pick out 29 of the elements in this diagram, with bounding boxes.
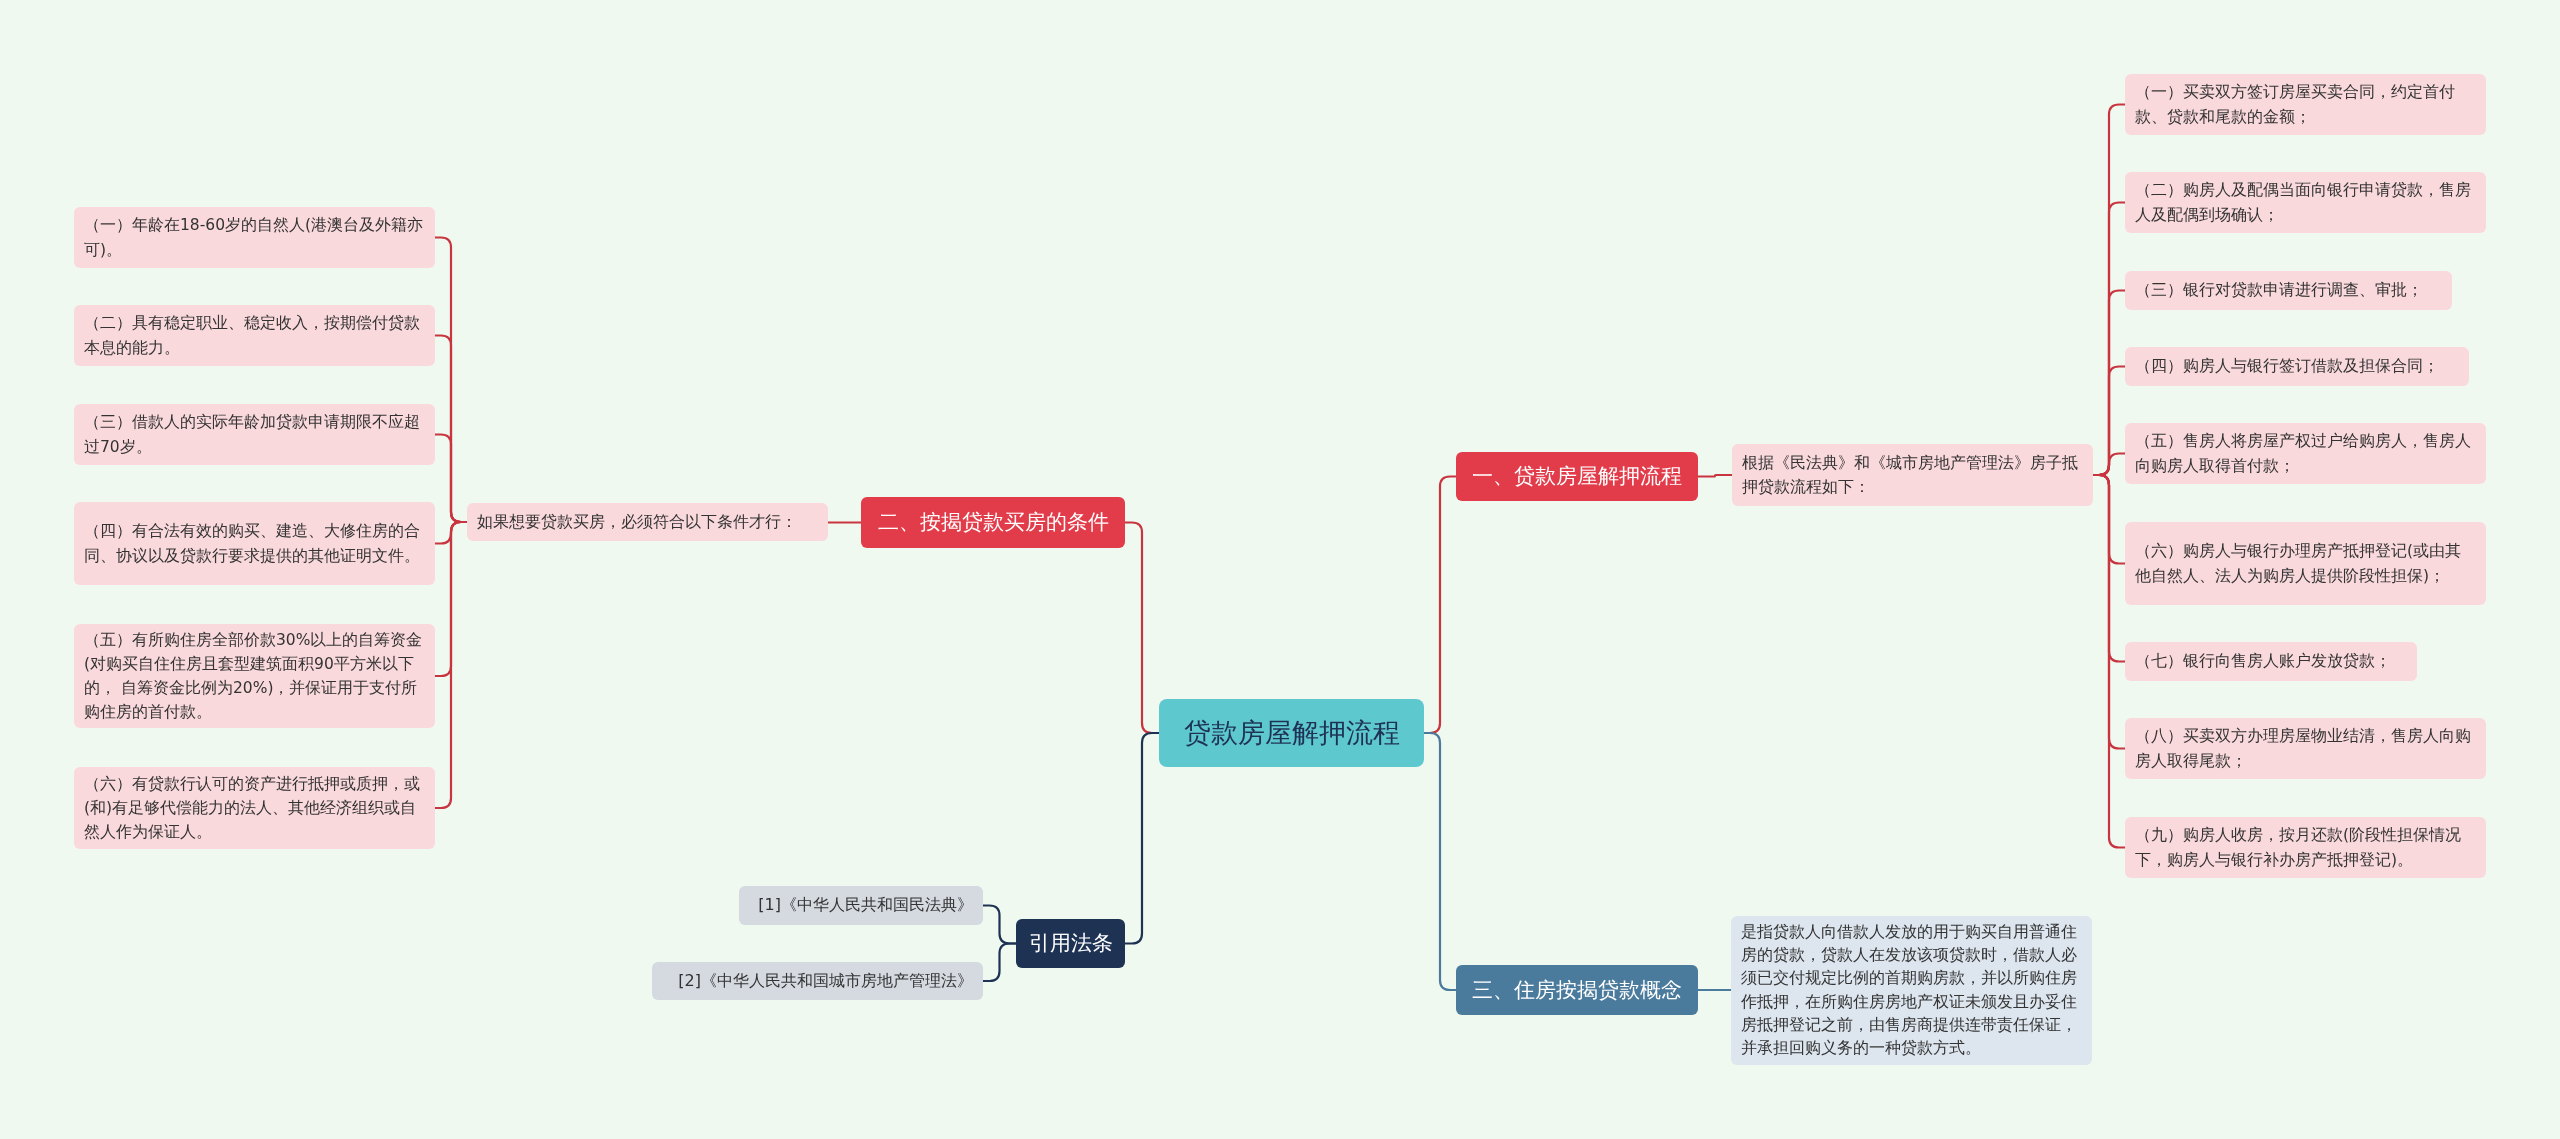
definition-box: 是指贷款人向借款人发放的用于购买自用普通住房的贷款，贷款人在发放该项贷款时，借款人必须已交付规定比例的首期购房款，并以所购住房作抵押，在所购住房房地产权证未颁发且办妥住房抵押登记之前，由售房商提供连带责任保证，并承担回购义务的一种贷款方式。	[1731, 916, 2092, 1065]
step-box: （七）银行向售房人账户发放贷款；	[2125, 642, 2417, 681]
step-box: （四）购房人与银行签订借款及担保合同；	[2125, 347, 2469, 386]
subtopic-box: 根据《民法典》和《城市房地产管理法》房子抵押贷款流程如下：	[1732, 444, 2093, 506]
condition-box: （三）借款人的实际年龄加贷款申请期限不应超过70岁。	[74, 404, 435, 465]
central-topic: 贷款房屋解押流程	[1159, 699, 1424, 767]
branch-topic: 一、贷款房屋解押流程	[1456, 452, 1698, 501]
reference-box: [1]《中华人民共和国民法典》	[739, 886, 983, 925]
subtopic-box: 如果想要贷款买房，必须符合以下条件才行：	[467, 503, 828, 541]
connector-line	[1698, 473, 1732, 478]
branch-topic: 三、住房按揭贷款概念	[1456, 965, 1698, 1015]
step-box: （九）购房人收房，按月还款(阶段性担保情况下，购房人与银行补办房产抵押登记)。	[2125, 817, 2486, 878]
condition-box: （六）有贷款行认可的资产进行抵押或质押，或(和)有足够代偿能力的法人、其他经济组织或自然人作为保证人。	[74, 767, 435, 849]
condition-box: （五）有所购住房全部价款30%以上的自筹资金(对购买自住住房且套型建筑面积90平方米以下的， 自筹资金比例为20%)，并保证用于支付所购住房的首付款。	[74, 624, 435, 728]
reference-box: [2]《中华人民共和国城市房地产管理法》	[652, 962, 983, 1000]
condition-box: （二）具有稳定职业、稳定收入，按期偿付贷款本息的能力。	[74, 305, 435, 366]
connector-line	[1698, 988, 1731, 992]
step-box: （六）购房人与银行办理房产抵押登记(或由其他自然人、法人为购房人提供阶段性担保)；	[2125, 522, 2486, 605]
connector-line	[828, 521, 861, 524]
step-box: （一）买卖双方签订房屋买卖合同，约定首付款、贷款和尾款的金额；	[2125, 74, 2486, 135]
condition-box: （一）年龄在18-60岁的自然人(港澳台及外籍亦可)。	[74, 207, 435, 268]
step-box: （五）售房人将房屋产权过户给购房人，售房人向购房人取得首付款；	[2125, 423, 2486, 484]
step-box: （二）购房人及配偶当面向银行申请贷款，售房人及配偶到场确认；	[2125, 172, 2486, 233]
branch-topic: 二、按揭贷款买房的条件	[861, 497, 1125, 548]
branch-topic: 引用法条	[1016, 919, 1125, 968]
step-box: （八）买卖双方办理房屋物业结清，售房人向购房人取得尾款；	[2125, 718, 2486, 779]
connector-line	[983, 942, 1016, 983]
condition-box: （四）有合法有效的购买、建造、大修住房的合同、协议以及贷款行要求提供的其他证明文件。	[74, 502, 435, 585]
step-box: （三）银行对贷款申请进行调查、审批；	[2125, 271, 2452, 310]
